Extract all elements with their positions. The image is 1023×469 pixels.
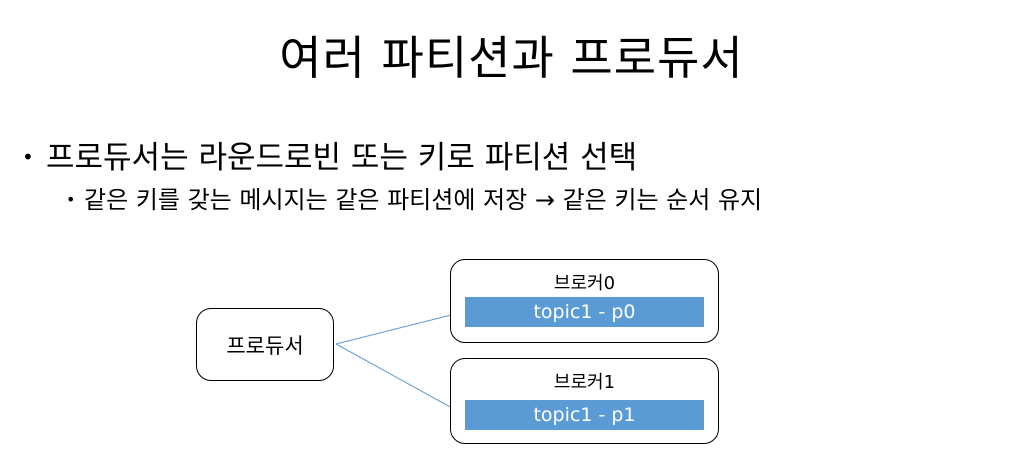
- bullet-text: 같은 키를 갖는 메시지는 같은 파티션에 저장 → 같은 키는 순서 유지: [84, 186, 763, 214]
- broker1-box: 브로커1 topic1 - p1: [450, 358, 719, 444]
- broker1-label: 브로커1: [553, 372, 616, 393]
- arrow-to-broker1: [335, 343, 464, 415]
- slide-title: 여러 파티션과 프로듀서: [279, 31, 744, 85]
- producer-label: 프로듀서: [226, 333, 304, 358]
- producer-box: 프로듀서: [196, 308, 334, 381]
- bullet-text: 프로듀서는 라운드로빈 또는 키로 파티션 선택: [46, 140, 638, 176]
- arrow-to-broker0: [335, 310, 464, 345]
- partition-p1: topic1 - p1: [465, 400, 704, 430]
- bullet-level2: • 같은 키를 갖는 메시지는 같은 파티션에 저장 → 같은 키는 순서 유지: [66, 180, 762, 215]
- broker0-label: 브로커0: [553, 273, 616, 294]
- bullet-marker: •: [22, 144, 34, 169]
- bullet-marker: •: [66, 189, 76, 209]
- bullet-level1: • 프로듀서는 라운드로빈 또는 키로 파티션 선택: [22, 132, 637, 177]
- broker0-box: 브로커0 topic1 - p0: [450, 259, 719, 343]
- partition-p0: topic1 - p0: [465, 297, 704, 327]
